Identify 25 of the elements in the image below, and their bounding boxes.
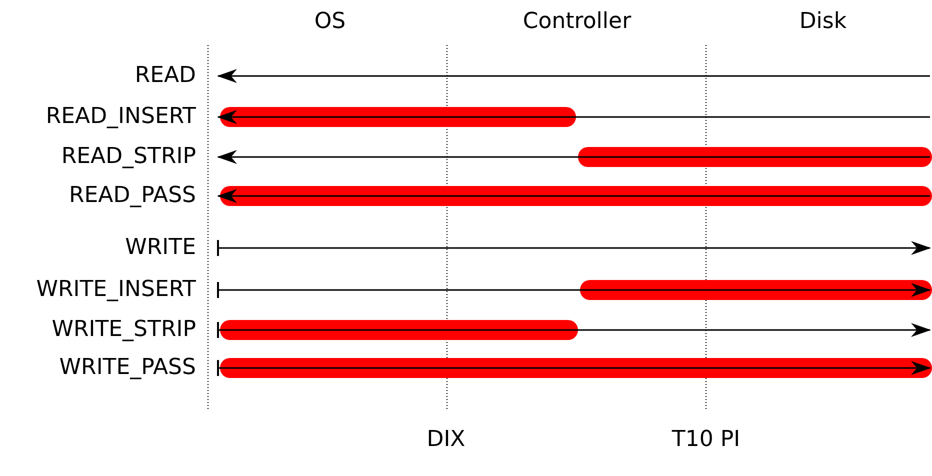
row-label: WRITE_PASS: [59, 357, 196, 379]
highlight-bar: [220, 320, 578, 340]
row-label: WRITE: [125, 237, 196, 259]
column-label: OS: [314, 11, 346, 33]
arrow: [217, 150, 930, 164]
arrow: [217, 282, 931, 298]
arrow: [217, 360, 931, 376]
row-label: WRITE_STRIP: [52, 319, 196, 341]
arrow: [217, 110, 930, 124]
arrow: [217, 69, 930, 83]
row-label: READ: [134, 65, 196, 87]
column-label: Controller: [522, 11, 632, 33]
column-label: Disk: [799, 11, 847, 33]
arrow: [217, 322, 931, 338]
column-label: DIX: [426, 429, 466, 451]
row-label: WRITE_INSERT: [36, 279, 196, 301]
row-label: READ_INSERT: [46, 106, 196, 128]
column-label: T10 PI: [672, 429, 740, 451]
row-label: READ_PASS: [68, 185, 196, 207]
highlight-bar: [220, 358, 932, 378]
arrow: [217, 240, 931, 256]
row-label: READ_STRIP: [61, 146, 196, 168]
highlight-bar: [220, 107, 576, 127]
highlight-bar: [578, 147, 932, 167]
highlight-bar: [580, 280, 932, 300]
